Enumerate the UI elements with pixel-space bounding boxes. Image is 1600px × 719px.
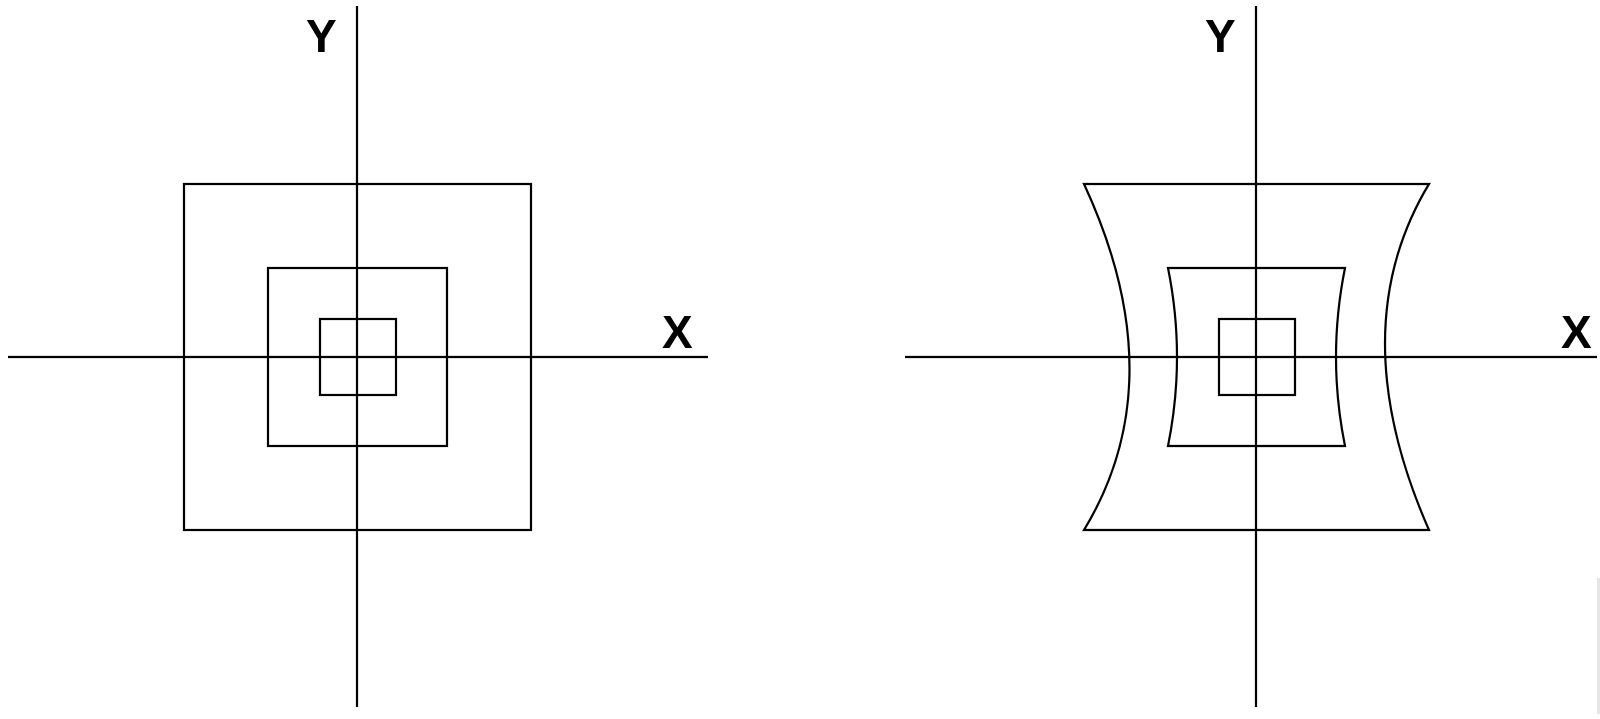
y-axis-label: Y: [306, 10, 337, 62]
inner-square: [1217, 317, 1297, 397]
scrollbar-edge: [1597, 578, 1600, 714]
y-axis-label: Y: [1205, 10, 1236, 62]
inner-square: [318, 317, 398, 397]
outer-distorted-square: [1082, 182, 1431, 532]
panel-pincushion-distorted: X Y: [905, 6, 1597, 707]
panel-undistorted: X Y: [8, 6, 708, 707]
outer-square: [182, 182, 533, 532]
middle-square: [266, 266, 449, 448]
middle-distorted-square: [1166, 266, 1347, 448]
x-axis-label: X: [662, 306, 693, 358]
x-axis-label: X: [1561, 306, 1592, 358]
